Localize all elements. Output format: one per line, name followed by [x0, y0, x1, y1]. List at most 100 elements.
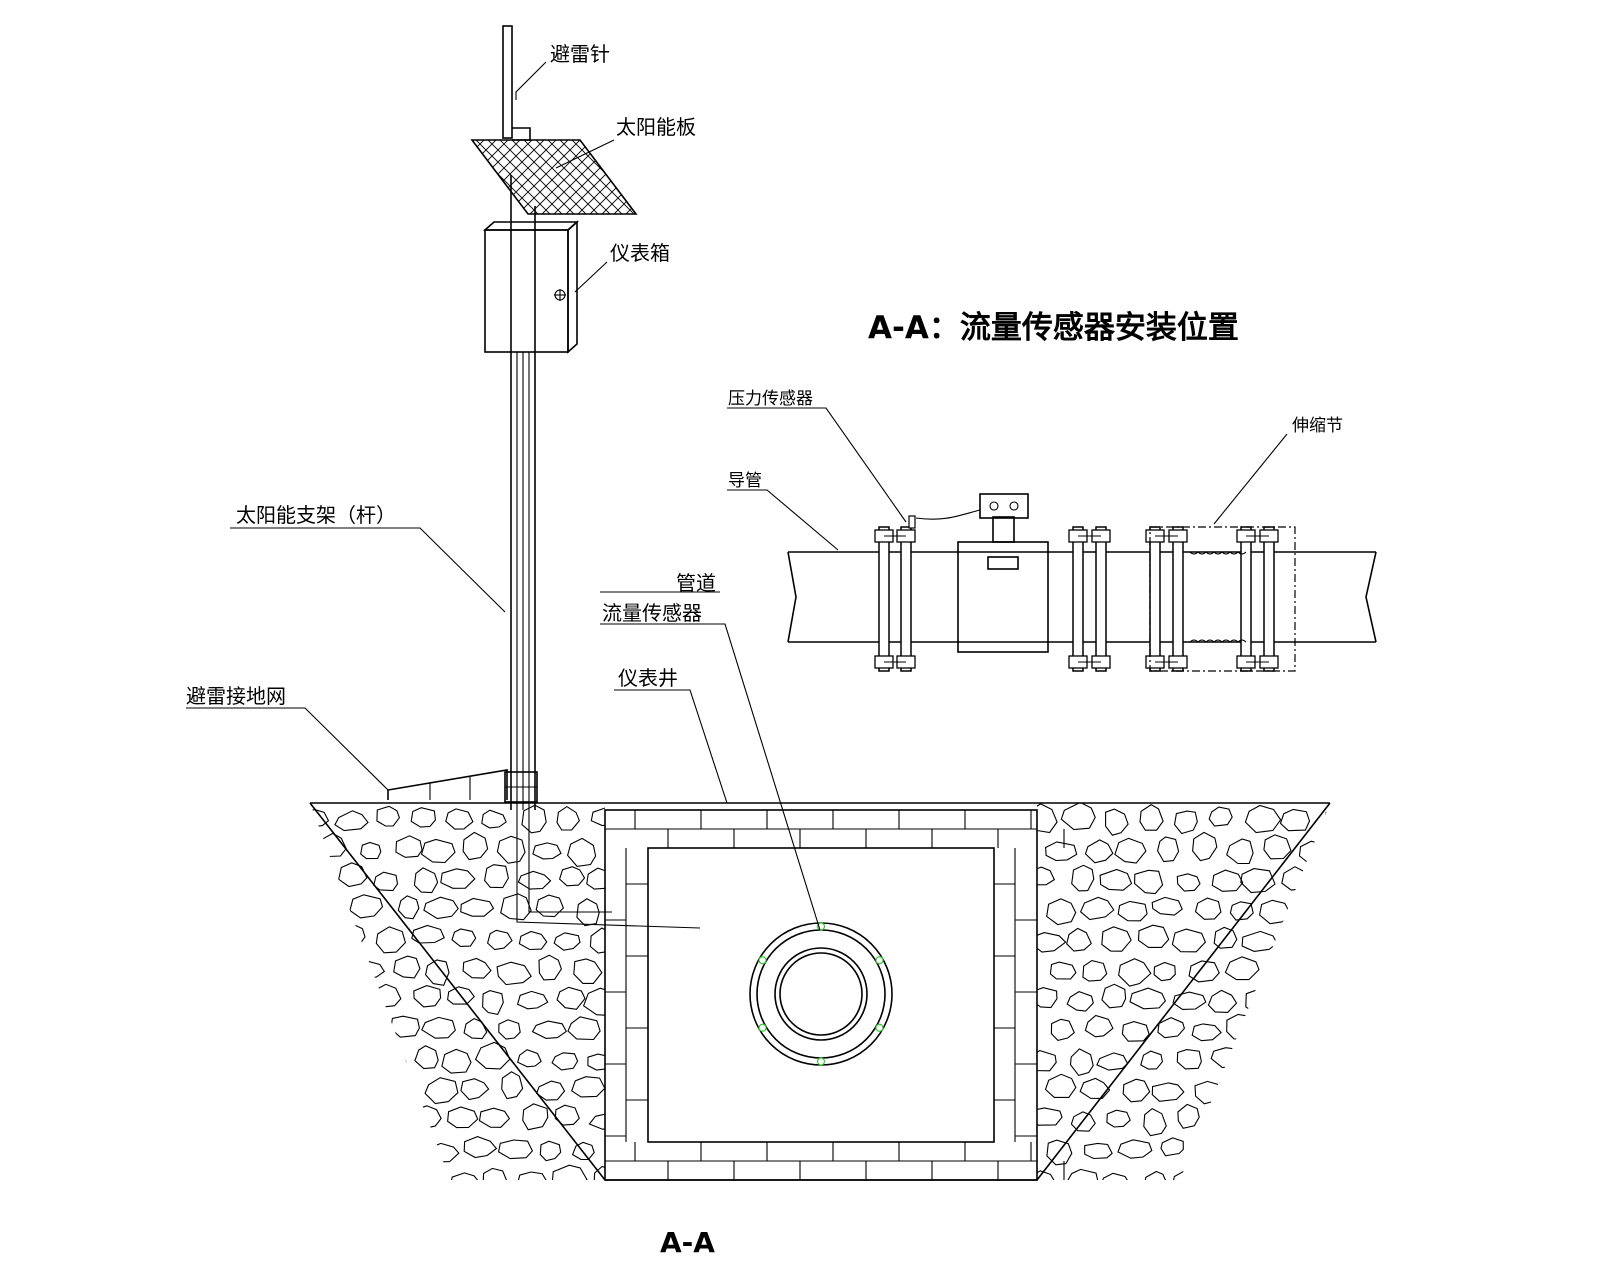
bolt-hole — [758, 956, 767, 965]
rubble-stone — [373, 1051, 407, 1071]
rubble-stone — [516, 1171, 549, 1180]
rubble-stone — [1298, 1078, 1330, 1099]
bellows-wave — [1237, 551, 1247, 555]
rubble-stone — [1210, 1047, 1244, 1069]
pipe-cross-section — [749, 922, 893, 1066]
rubble-stone — [571, 1076, 605, 1098]
rubble-stone — [1195, 1143, 1224, 1161]
label-instrument-box: 仪表箱 — [610, 241, 670, 265]
bellows-wave — [1229, 551, 1239, 555]
rubble-stone — [425, 959, 450, 986]
rubble-stone — [1206, 1167, 1243, 1180]
rubble-stone — [484, 864, 509, 889]
bellows-wave — [1213, 639, 1223, 643]
rubble-stone — [1213, 926, 1238, 949]
rubble-stone — [1323, 807, 1330, 836]
rubble-stone — [428, 1142, 460, 1163]
rubble-stone — [412, 1165, 437, 1180]
rubble-stone — [1157, 1016, 1186, 1039]
rubble-stone — [1249, 1108, 1278, 1134]
rubble-stone — [1241, 930, 1278, 952]
rubble-stone — [440, 868, 476, 889]
bellows-wave — [1205, 639, 1215, 643]
rubble-stone — [1194, 897, 1222, 920]
rubble-stone — [567, 1016, 601, 1041]
flange-plate — [878, 526, 890, 672]
instrument-box — [482, 220, 580, 354]
rubble-stone — [323, 958, 347, 981]
rubble-stone — [551, 1052, 579, 1071]
label-solar-support: 太阳能支架（杆） — [236, 503, 396, 527]
flange-plate — [1240, 526, 1252, 672]
rubble-stone — [551, 1164, 588, 1180]
rubble-stone — [482, 990, 504, 1016]
bellows-wave — [1213, 551, 1223, 555]
rubble-stone — [1192, 831, 1218, 862]
rubble-stone — [1140, 1050, 1163, 1070]
rubble-fill-left — [310, 804, 605, 1180]
rubble-stone — [462, 831, 489, 861]
rubble-stone — [463, 1017, 488, 1040]
rubble-stone — [1206, 1110, 1241, 1130]
rubble-stone — [1084, 839, 1114, 864]
rubble-stone — [1176, 873, 1201, 892]
expansion-joint — [1149, 526, 1296, 672]
label-instrument-well: 仪表井 — [618, 666, 678, 690]
rubble-stone — [1037, 987, 1058, 1009]
diagram-title: A-A：流量传感器安装位置 — [868, 310, 1239, 346]
rubble-stone — [1046, 898, 1077, 926]
rubble-stone — [445, 808, 474, 830]
rubble-stone — [421, 1016, 456, 1039]
rubble-stone — [376, 1104, 408, 1128]
rubble-stone — [1317, 1110, 1330, 1134]
rubble-stone — [1322, 927, 1330, 951]
flange-plate — [1072, 526, 1084, 672]
rubble-stone — [1172, 1169, 1203, 1180]
rubble-stone — [352, 1132, 387, 1158]
rubble-stone — [1211, 869, 1244, 892]
rubble-stone — [1101, 983, 1127, 1009]
rubble-stone — [1079, 1077, 1111, 1099]
rubble-stone — [1279, 808, 1311, 832]
rubble-stone — [566, 837, 597, 867]
rubble-stone — [1317, 864, 1330, 890]
flange-plate — [1149, 526, 1161, 672]
rubble-stone — [1260, 1017, 1288, 1041]
rubble-stone — [1143, 1170, 1168, 1180]
rubble-stone — [556, 805, 581, 831]
rubble-stone — [424, 1077, 459, 1105]
rubble-stone — [521, 804, 547, 834]
rubble-stone — [1139, 804, 1164, 831]
ground-net — [387, 769, 538, 803]
rubble-stone — [352, 960, 386, 979]
rubble-stone — [310, 989, 334, 1015]
rubble-stone — [1117, 1139, 1153, 1159]
rubble-stone — [370, 983, 402, 1008]
rubble-stone — [535, 1080, 566, 1101]
rubble-stone — [496, 835, 526, 864]
rubble-stone — [1263, 834, 1292, 860]
rubble-stone — [310, 1107, 325, 1131]
rubble-stone — [571, 1141, 595, 1161]
rubble-stone — [481, 809, 507, 829]
rubble-stone — [1279, 924, 1313, 950]
rubble-stone — [1071, 864, 1095, 892]
bellows-wave — [1221, 639, 1231, 643]
rubble-stone — [1240, 868, 1276, 894]
rubble-stone — [1258, 899, 1292, 925]
label-conduit: 导管 — [728, 471, 762, 491]
rubble-stone — [410, 807, 436, 828]
rubble-stone — [413, 867, 439, 894]
rubble-stone — [1219, 1079, 1256, 1105]
rubble-stone — [1263, 1080, 1291, 1101]
rubble-stone — [1044, 1073, 1077, 1098]
rubble-stone — [1191, 1023, 1222, 1042]
flange-plate — [900, 526, 912, 672]
rubble-stone — [1188, 960, 1220, 983]
rubble-stone — [349, 894, 384, 919]
pressure-sensor-tap — [908, 515, 916, 529]
rubble-stone — [500, 893, 532, 921]
flow-meter-body — [915, 493, 1049, 653]
rubble-stone — [360, 841, 382, 860]
rubble-stone — [1129, 987, 1167, 1010]
